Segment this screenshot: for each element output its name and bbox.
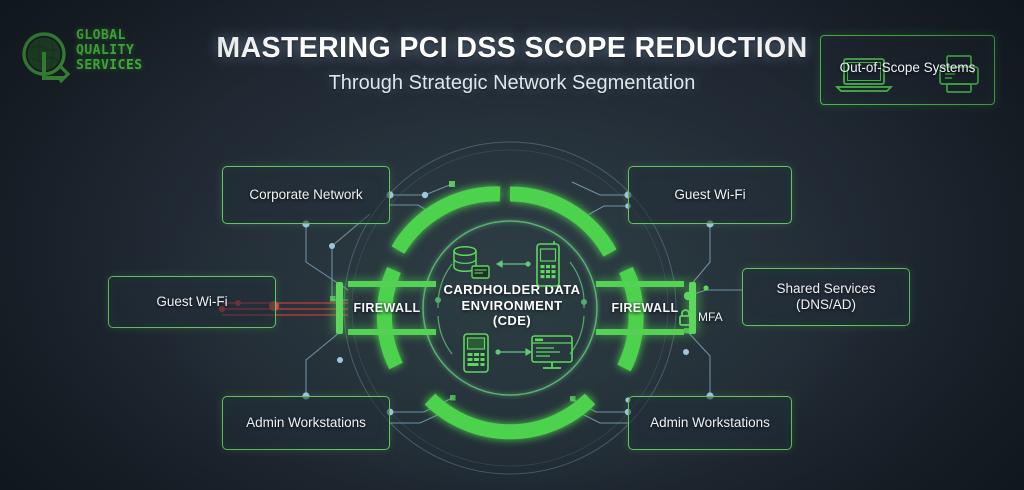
brand-line-2: QUALITY: [76, 43, 135, 58]
inner-ring: [422, 220, 598, 396]
cde-line-2: ENVIRONMENT: [461, 297, 563, 313]
firewall-label: FIREWALL: [611, 301, 679, 315]
database-icon: [450, 244, 494, 284]
node-label: Admin Workstations: [246, 415, 366, 430]
outer-boundary-circle: [343, 141, 677, 475]
node-guest-wifi-right[interactable]: Guest Wi-Fi: [628, 166, 792, 224]
node-label: Shared Services (DNS/AD): [776, 281, 875, 313]
firewall-plate-top: [348, 281, 436, 287]
node-shared-services[interactable]: Shared Services (DNS/AD): [742, 268, 910, 326]
pos-terminal-icon: [462, 332, 490, 374]
firewall-plate-bottom: [348, 329, 436, 335]
firewall-bar-icon: [336, 282, 343, 334]
cde-internal-arrows: [495, 259, 533, 357]
firewall-left[interactable]: FIREWALL: [336, 281, 436, 335]
mobile-payment-terminal-icon: [534, 240, 562, 288]
mfa-label: MFA: [698, 310, 723, 324]
firewall-right[interactable]: FIREWALL: [596, 281, 696, 335]
cde-line-3: (CDE): [492, 313, 532, 328]
header: MASTERING PCI DSS SCOPE REDUCTION Throug…: [0, 32, 1024, 95]
page-title: MASTERING PCI DSS SCOPE REDUCTION: [216, 32, 808, 64]
firewall-bar-icon: [689, 282, 696, 334]
brand-line-3: SERVICES: [76, 58, 143, 73]
globe-q-icon: [18, 28, 76, 86]
firewall-plate-top: [596, 281, 684, 287]
laptop-icon: [834, 56, 894, 94]
node-label: Admin Workstations: [650, 415, 770, 430]
brand-line-1: GLOBAL: [76, 28, 126, 43]
node-label: Guest Wi-Fi: [674, 187, 746, 202]
node-label: Corporate Network: [249, 187, 363, 202]
node-corporate-network[interactable]: Corporate Network: [222, 166, 390, 224]
node-label-line2: (DNS/AD): [796, 297, 856, 312]
node-label-line1: Shared Services: [776, 281, 876, 296]
node-guest-wifi-left[interactable]: Guest Wi-Fi: [108, 276, 276, 328]
brand-wordmark: GLOBAL QUALITY SERVICES: [76, 28, 143, 73]
cde-center-label: CARDHOLDER DATA ENVIRONMENT (CDE): [412, 282, 612, 329]
out-of-scope-systems-box[interactable]: Out-of-Scope Systems: [820, 35, 995, 105]
cde-line-1: CARDHOLDER DATA: [443, 282, 581, 297]
printer-icon: [938, 54, 980, 94]
outer-boundary-circle-2: [351, 149, 669, 467]
node-admin-workstations-right[interactable]: Admin Workstations: [628, 396, 792, 450]
node-admin-workstations-left[interactable]: Admin Workstations: [222, 396, 390, 450]
firewall-label: FIREWALL: [353, 301, 421, 315]
node-label: Guest Wi-Fi: [156, 294, 228, 309]
server-monitor-icon: [530, 334, 574, 372]
page-subtitle: Through Strategic Network Segmentation: [328, 72, 696, 94]
firewall-plate-bottom: [596, 329, 684, 335]
brand-logo: GLOBAL QUALITY SERVICES: [18, 22, 158, 92]
cde-perimeter-ring: [376, 186, 644, 440]
mfa-indicator[interactable]: MFA: [678, 308, 723, 326]
out-of-scope-label: Out-of-Scope Systems: [839, 60, 976, 75]
lock-icon: [678, 308, 693, 326]
